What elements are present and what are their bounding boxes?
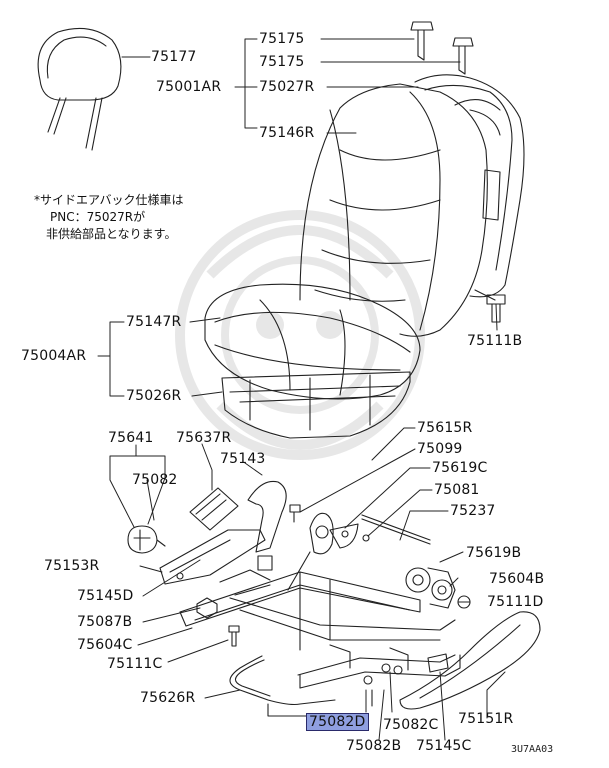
airbag-note: *サイドエアバック仕様車は PNC：75027Rが 非供給部品となります。 — [34, 192, 184, 243]
bolt-75099 — [289, 504, 301, 523]
label-75146r[interactable]: 75146R — [259, 125, 315, 141]
recliner-right — [405, 567, 456, 609]
note-line-2: PNC：75027Rが — [50, 210, 146, 224]
label-75637r[interactable]: 75637R — [176, 430, 232, 446]
note-line-3: 非供給部品となります。 — [46, 227, 177, 241]
leader-lines — [97, 38, 506, 741]
cover-75145c — [427, 653, 449, 673]
label-75111b[interactable]: 75111B — [467, 333, 523, 349]
label-75615r[interactable]: 75615R — [417, 420, 473, 436]
headrest — [37, 27, 122, 151]
label-75099[interactable]: 75099 — [417, 441, 463, 457]
label-75082d-highlighted[interactable]: 75082D — [306, 713, 369, 731]
seatback-cushion — [299, 83, 488, 337]
label-75153r[interactable]: 75153R — [44, 558, 100, 574]
label-75619c[interactable]: 75619C — [432, 460, 488, 476]
label-75004ar[interactable]: 75004AR — [21, 348, 87, 364]
slide-handle — [229, 655, 341, 717]
label-75001ar[interactable]: 75001AR — [156, 79, 222, 95]
recliner-knob — [127, 525, 166, 554]
label-75619b[interactable]: 75619B — [466, 545, 522, 561]
seat-cushion — [204, 283, 421, 400]
label-75081[interactable]: 75081 — [434, 482, 480, 498]
bolt-75111b — [486, 294, 506, 323]
label-75111c[interactable]: 75111C — [107, 656, 163, 672]
seatback-frame — [414, 74, 525, 301]
label-75027r[interactable]: 75027R — [259, 79, 315, 95]
recliner-mechanism — [287, 512, 334, 591]
label-75082[interactable]: 75082 — [132, 472, 178, 488]
torsion-rod — [361, 514, 431, 545]
label-75145d[interactable]: 75145D — [77, 588, 134, 604]
headrest-guides — [410, 21, 474, 75]
nut-75087b — [196, 597, 218, 619]
bolt-75111c — [228, 625, 240, 647]
label-75143[interactable]: 75143 — [220, 451, 266, 467]
seat-track — [179, 569, 461, 689]
label-75604c[interactable]: 75604C — [77, 637, 133, 653]
small-clips — [363, 663, 403, 707]
label-75237[interactable]: 75237 — [450, 503, 496, 519]
seat-pan — [221, 371, 411, 439]
label-75151r[interactable]: 75151R — [458, 711, 514, 727]
label-75175-lower[interactable]: 75175 — [259, 54, 305, 70]
side-shield-right — [399, 611, 541, 710]
note-line-1: *サイドエアバック仕様車は — [34, 193, 184, 207]
label-75604b[interactable]: 75604B — [489, 571, 545, 587]
label-75082b[interactable]: 75082B — [346, 738, 402, 754]
label-75175-upper[interactable]: 75175 — [259, 31, 305, 47]
label-75145c[interactable]: 75145C — [416, 738, 472, 754]
belt-anchor — [247, 480, 287, 571]
label-75087b[interactable]: 75087B — [77, 614, 133, 630]
label-75626r[interactable]: 75626R — [140, 690, 196, 706]
label-75082c[interactable]: 75082C — [383, 717, 439, 733]
label-75177[interactable]: 75177 — [151, 49, 197, 65]
recliner-plate — [329, 523, 359, 549]
label-75147r[interactable]: 75147R — [126, 314, 182, 330]
watermark-emblem — [175, 210, 425, 460]
drawing-code: 3U7AA03 — [511, 744, 554, 755]
lever-cover — [189, 487, 239, 531]
label-75641[interactable]: 75641 — [108, 430, 154, 446]
label-75111d[interactable]: 75111D — [487, 594, 544, 610]
label-75026r[interactable]: 75026R — [126, 388, 182, 404]
